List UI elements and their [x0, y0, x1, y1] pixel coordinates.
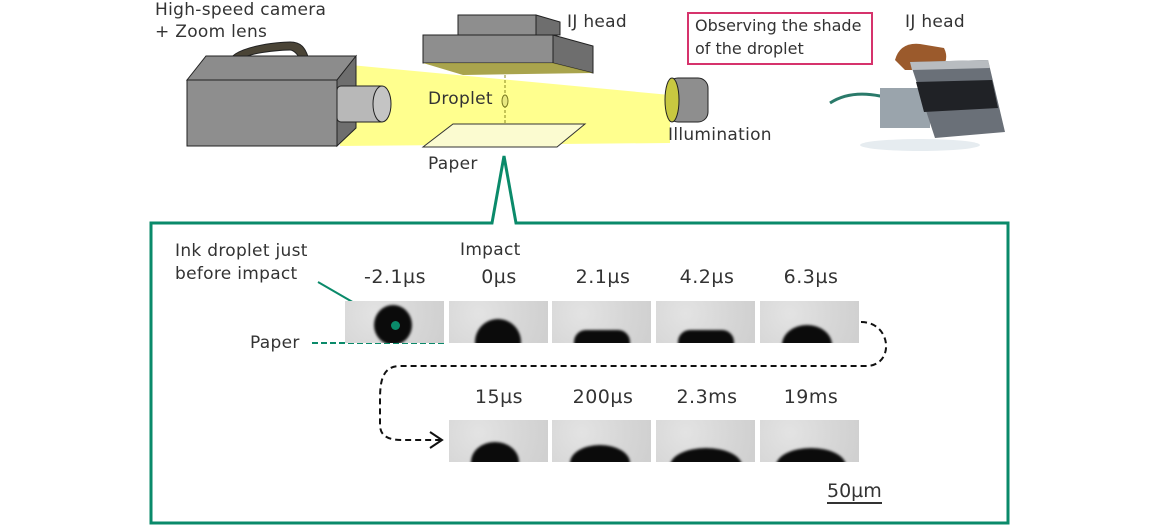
sequence-flow-arrow — [379, 321, 888, 441]
time-label: 200µs — [572, 386, 634, 408]
droplet-icon — [501, 94, 509, 108]
sequence-paper-label: Paper — [250, 333, 300, 353]
camera-label-line2: + Zoom lens — [155, 22, 268, 42]
setup-diagram — [185, 14, 1005, 151]
frame-image — [760, 301, 859, 343]
ij-head-icon — [422, 14, 594, 75]
illumination-label: Illumination — [668, 125, 772, 145]
annotation-line1: Ink droplet just — [175, 241, 308, 261]
arrow-head-icon — [429, 431, 444, 449]
frame-image — [449, 301, 548, 343]
frame-image — [760, 420, 859, 462]
time-label: 4.2µs — [679, 266, 735, 288]
time-label: 19ms — [783, 386, 839, 408]
time-label: 2.1µs — [575, 266, 631, 288]
droplet-label: Droplet — [428, 89, 493, 109]
observation-caption: Observing the shade of the droplet — [687, 12, 873, 65]
scale-bar: 50µm — [827, 480, 882, 504]
time-label: 0µs — [481, 266, 517, 288]
frame-image — [656, 301, 755, 343]
impact-label: Impact — [460, 240, 521, 260]
frame-image — [449, 420, 548, 462]
frame-image — [656, 420, 755, 462]
frame-image — [552, 301, 651, 343]
time-label: 2.3ms — [676, 386, 738, 408]
time-label: -2.1µs — [363, 266, 427, 288]
photo-ij-head-label: IJ head — [905, 12, 965, 32]
frame-image — [345, 301, 444, 343]
droplet-marker — [391, 321, 400, 330]
caption-line2: of the droplet — [695, 39, 804, 58]
illumination-icon — [664, 77, 709, 123]
annotation-line2: before impact — [175, 264, 298, 284]
caption-line1: Observing the shade — [695, 16, 862, 35]
ij-head-photo — [829, 43, 1005, 151]
frame-image — [552, 420, 651, 462]
paper-label: Paper — [428, 154, 478, 174]
paper-sheet — [421, 123, 587, 148]
time-label: 6.3µs — [783, 266, 839, 288]
time-label: 15µs — [474, 386, 524, 408]
ij-head-label: IJ head — [567, 12, 627, 32]
camera-label-line1: High-speed camera — [155, 0, 327, 20]
camera-icon — [185, 41, 392, 148]
